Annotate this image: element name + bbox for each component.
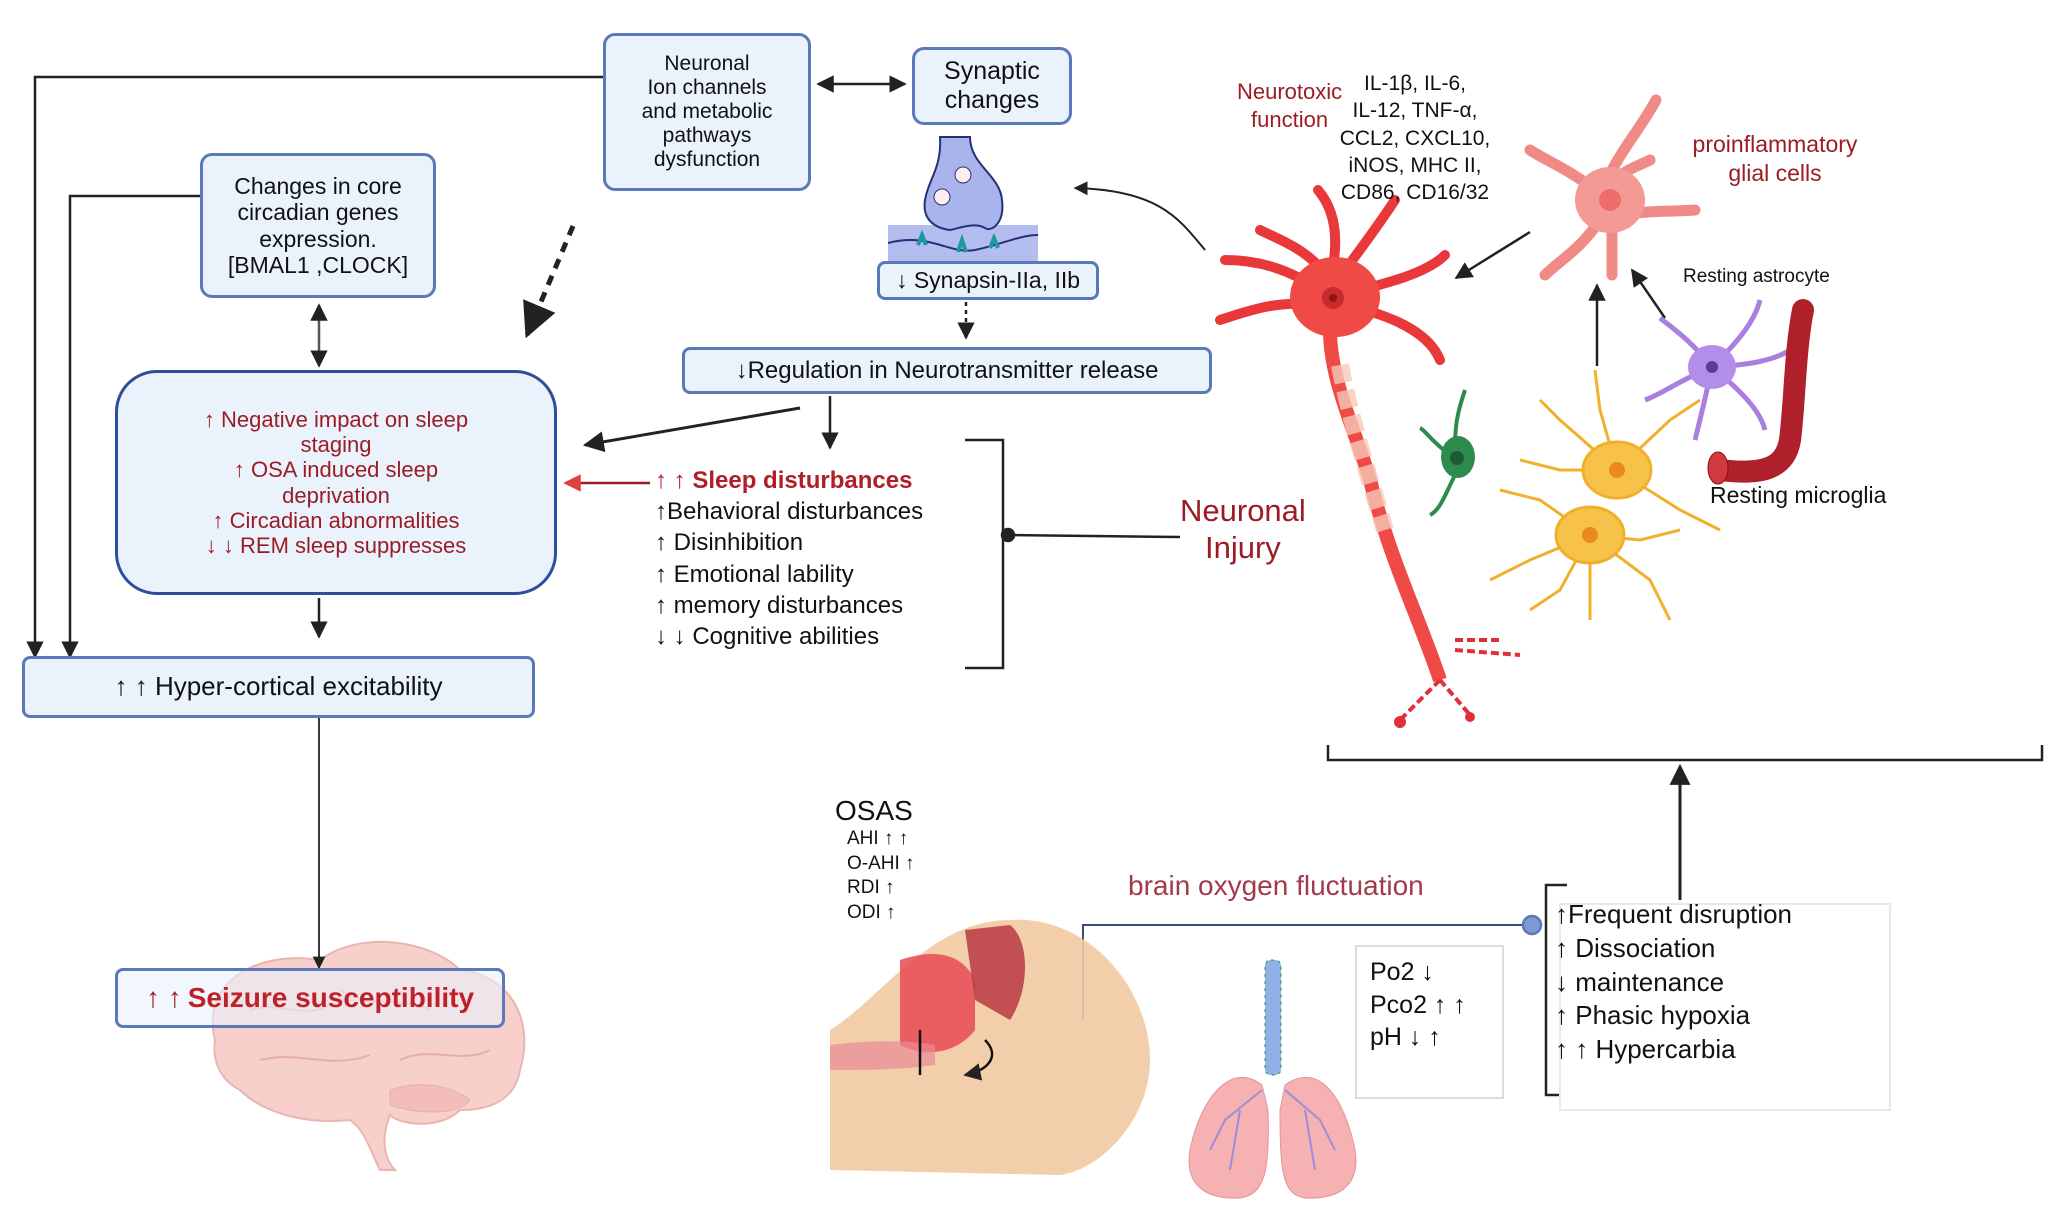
arrow-ion-dotted xyxy=(523,225,576,339)
osas-item: O-AHI ↑ xyxy=(847,852,915,874)
sleep-arch-item: ↑Frequent disruption xyxy=(1555,899,1793,929)
box-line: Neuronal xyxy=(664,51,750,75)
box-line: pathways xyxy=(662,124,752,148)
sleep-impact-line: ↑ OSA induced sleep xyxy=(233,457,439,483)
synapse-icon xyxy=(887,136,1039,265)
seizure-susceptibility-box: ↑ ↑ Seizure susceptibility xyxy=(115,968,505,1028)
blood-vessel-icon xyxy=(1707,299,1814,485)
arrow-circadian-to-hyper xyxy=(61,194,200,659)
proinflammatory-glial-label: proinflammatory glial cells xyxy=(1665,130,1885,188)
sleep-arch-item: ↓ maintenance xyxy=(1555,966,1725,997)
hyper-cortical-label: ↑ ↑ Hyper-cortical excitability xyxy=(114,671,443,702)
reactive-glia-icon xyxy=(1524,94,1701,281)
seizure-arrows: ↑ ↑ xyxy=(145,981,182,1013)
neurotransmitter-box: ↓Regulation in Neurotransmitter release xyxy=(682,347,1212,394)
injury-line: Neuronal xyxy=(1180,493,1306,528)
box-line: [BMAL1 ,CLOCK] xyxy=(227,251,409,278)
disturbance-item: ↓ ↓ Cognitive abilities xyxy=(655,622,880,650)
blood-gas-box-frame xyxy=(1355,945,1504,1099)
osas-item: RDI ↑ xyxy=(847,877,895,899)
cytokine-line: IL-1β, IL-6, xyxy=(1364,72,1466,95)
synapsin-box: ↓ Synapsin-IIa, IIb xyxy=(877,261,1099,300)
box-line: changes xyxy=(944,86,1040,114)
box-line: and metabolic xyxy=(641,99,773,123)
oligodendrocyte-icon xyxy=(1418,389,1475,517)
lungs-icon xyxy=(1188,959,1357,1199)
disturbance-item: ↑ Disinhibition xyxy=(655,529,804,557)
cytokines-label: IL-1β, IL-6, IL-12, TNF-α, CCL2, CXCL10,… xyxy=(1290,70,1540,206)
sleep-impact-line: ↓ ↓ REM sleep suppresses xyxy=(205,533,467,559)
arrow-neuro-sleep-box xyxy=(582,406,801,453)
sleep-architecture-list: ↑Frequent disruption ↑ Dissociation ↓ ma… xyxy=(1555,898,1792,1067)
sleep-impact-line: deprivation xyxy=(282,482,390,508)
connector-lines xyxy=(26,75,2044,1097)
box-line: Synaptic xyxy=(944,57,1040,86)
neurotoxic-line: Neurotoxic xyxy=(1237,79,1343,104)
sleep-impact-line: staging xyxy=(300,431,372,457)
seizure-label: Seizure susceptibility xyxy=(187,981,475,1013)
proinflammatory-line: proinflammatory xyxy=(1692,131,1858,157)
box-line: circadian genes xyxy=(237,199,399,226)
osas-block: OSAS AHI ↑ ↑ O-AHI ↑ RDI ↑ ODI ↑ xyxy=(835,795,915,926)
sleep-arch-bracket xyxy=(1544,883,1567,1097)
brain-oxygen-fluctuation-label: brain oxygen fluctuation xyxy=(1128,870,1424,901)
box-line: Ion channels xyxy=(647,75,767,99)
osas-item: ODI ↑ xyxy=(847,902,896,924)
synapsin-label: ↓ Synapsin-IIa, IIb xyxy=(895,267,1081,294)
resting-microglia-label: Resting microglia xyxy=(1710,482,1887,508)
blood-gas-box: Po2 ↓ Pco2 ↑ ↑ pH ↓ ↑ xyxy=(1370,956,1466,1054)
box-line: Changes in core xyxy=(234,172,402,199)
circadian-genes-box: Changes in core circadian genes expressi… xyxy=(200,153,436,298)
injury-connector xyxy=(1007,533,1181,539)
cytokine-line: iNOS, MHC II, xyxy=(1348,153,1482,177)
disturbances-list: ↑ ↑ Sleep disturbances ↑Behavioral distu… xyxy=(655,465,923,652)
box-line: expression. xyxy=(259,225,377,252)
sleep-arch-item: ↑ Phasic hypoxia xyxy=(1555,1000,1751,1031)
sleep-impact-line: ↑ Circadian abnormalities xyxy=(212,507,460,533)
resting-astrocyte-label: Resting astrocyte xyxy=(1683,266,1830,287)
sleep-arch-item: ↑ ↑ Hypercarbia xyxy=(1555,1034,1736,1065)
sleep-disturbances-item: ↑ ↑ Sleep disturbances xyxy=(655,467,913,494)
microglia-icon xyxy=(1489,369,1721,621)
sleep-arch-box-frame xyxy=(1559,903,1891,1111)
synaptic-changes-box: Synaptic changes xyxy=(912,47,1072,125)
hyper-cortical-box: ↑ ↑ Hyper-cortical excitability xyxy=(22,656,535,718)
proinflammatory-line: glial cells xyxy=(1728,159,1822,186)
astrocyte-icon xyxy=(1644,299,1792,441)
osas-item: AHI ↑ ↑ xyxy=(847,828,909,849)
arrow-glia-neuron xyxy=(1454,230,1531,280)
cells-bracket xyxy=(1326,745,2044,762)
box-line: dysfunction xyxy=(653,148,761,172)
blood-gas-item: Pco2 ↑ ↑ xyxy=(1370,990,1466,1019)
arrow-astrocyte-glia xyxy=(1630,268,1667,319)
neuronal-injury-label: Neuronal Injury xyxy=(1180,492,1306,566)
disturbance-item: ↑ Emotional lability xyxy=(655,560,854,588)
cytokine-line: IL-12, TNF-α, xyxy=(1352,99,1478,123)
neurotransmitter-label: ↓Regulation in Neurotransmitter release xyxy=(735,356,1159,384)
arrow-neuron-synapse xyxy=(1073,181,1206,251)
neurotoxic-line: function xyxy=(1251,106,1329,132)
injury-line: Injury xyxy=(1205,530,1281,566)
blood-gas-item: pH ↓ ↑ xyxy=(1370,1023,1441,1051)
sleep-impact-box: ↑ Negative impact on sleep staging ↑ OSA… xyxy=(115,370,557,595)
neuronal-ion-channels-box: Neuronal Ion channels and metabolic path… xyxy=(603,33,811,191)
arrow-ion-to-hyper xyxy=(26,75,603,659)
neurotoxic-function-label: Neurotoxic function xyxy=(1237,78,1342,133)
sleep-impact-line: ↑ Negative impact on sleep xyxy=(203,406,469,432)
sleep-arch-item: ↑ Dissociation xyxy=(1555,932,1716,963)
osas-title: OSAS xyxy=(835,795,913,826)
blood-gas-item: Po2 ↓ xyxy=(1370,958,1434,986)
disturbance-bracket xyxy=(965,438,1005,670)
neuron-icon xyxy=(1215,185,1521,728)
disturbance-item: ↑ memory disturbances xyxy=(655,591,904,619)
cytokine-line: CCL2, CXCL10, xyxy=(1339,126,1491,150)
disturbance-item: ↑Behavioral disturbances xyxy=(655,498,924,526)
head-airway-icon xyxy=(830,919,1150,1175)
cytokine-line: CD86, CD16/32 xyxy=(1340,181,1490,205)
